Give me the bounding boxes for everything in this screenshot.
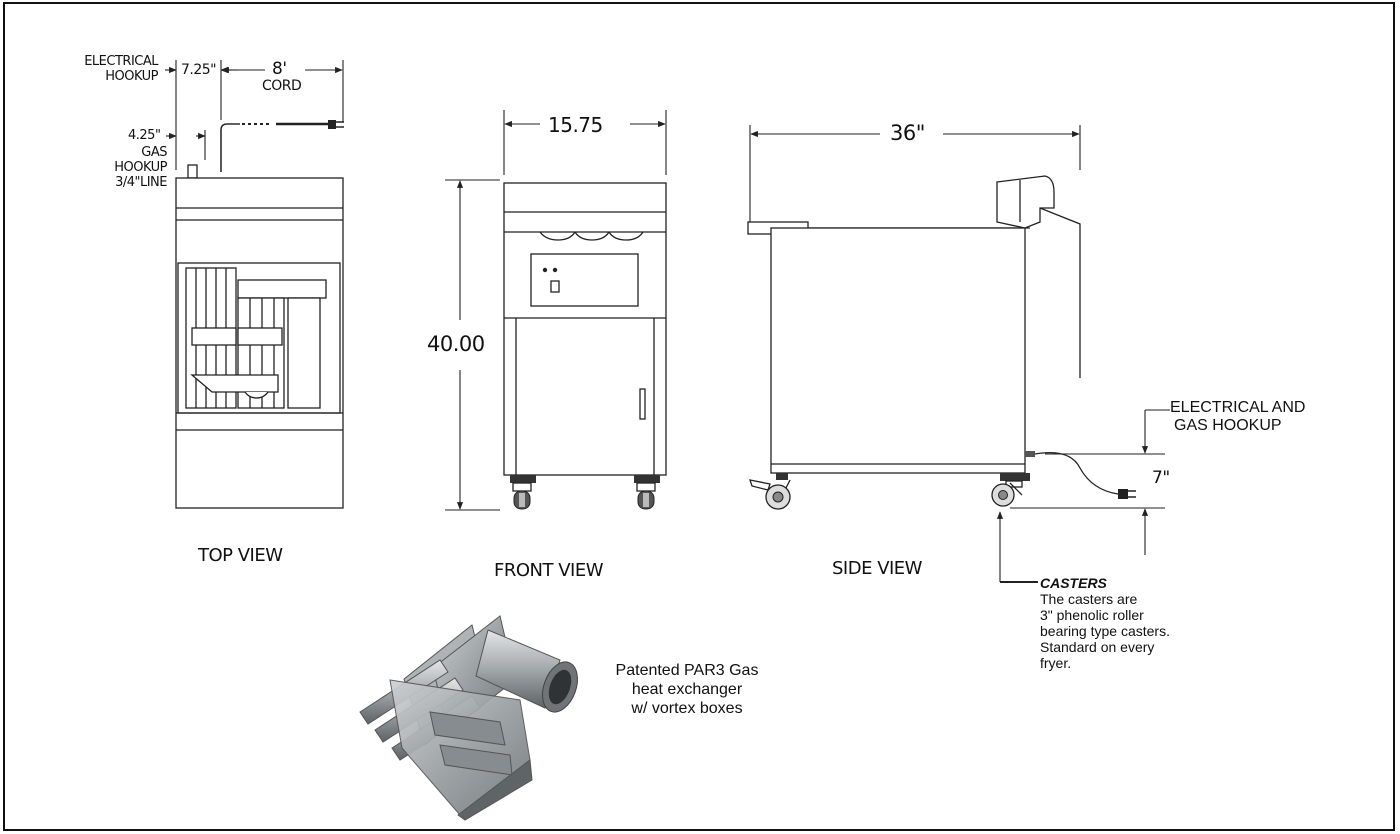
heat-exchanger-caption: Patented PAR3 Gas heat exchanger w/ vort… — [615, 662, 759, 717]
front-view-caption: FRONT VIEW — [494, 560, 604, 581]
side-view — [747, 125, 1170, 583]
side-caster-right — [991, 480, 1023, 507]
front-width-label: 15.75 — [548, 113, 603, 137]
side-caster-left — [749, 479, 791, 510]
front-height-label: 40.00 — [427, 332, 485, 356]
hookup-height-label: 7" — [1152, 468, 1170, 488]
side-view-caption: SIDE VIEW — [832, 558, 922, 579]
gas-hookup-label: GAS HOOKUP 3/4"LINE — [114, 145, 167, 190]
front-casters — [510, 475, 660, 510]
casters-title: CASTERS — [1040, 575, 1107, 591]
dim-8ft-label: 8' — [272, 59, 287, 79]
cord-label: CORD — [262, 78, 302, 94]
top-view — [165, 60, 344, 509]
dim-4-25-label: 4.25" — [128, 128, 161, 143]
dim-7-25-label: 7.25" — [181, 62, 217, 78]
front-view — [445, 110, 667, 511]
electrical-gas-hookup-label: ELECTRICAL AND GAS HOOKUP — [1170, 399, 1306, 434]
top-view-caption: TOP VIEW — [198, 545, 283, 566]
electrical-hookup-label: ELECTRICAL HOOKUP — [84, 54, 158, 84]
heat-exchanger-image — [359, 615, 578, 821]
casters-note: CASTERS The casters are 3" phenolic roll… — [1040, 575, 1170, 671]
side-depth-label: 36" — [890, 121, 925, 145]
drawing-sheet — [3, 2, 1395, 831]
